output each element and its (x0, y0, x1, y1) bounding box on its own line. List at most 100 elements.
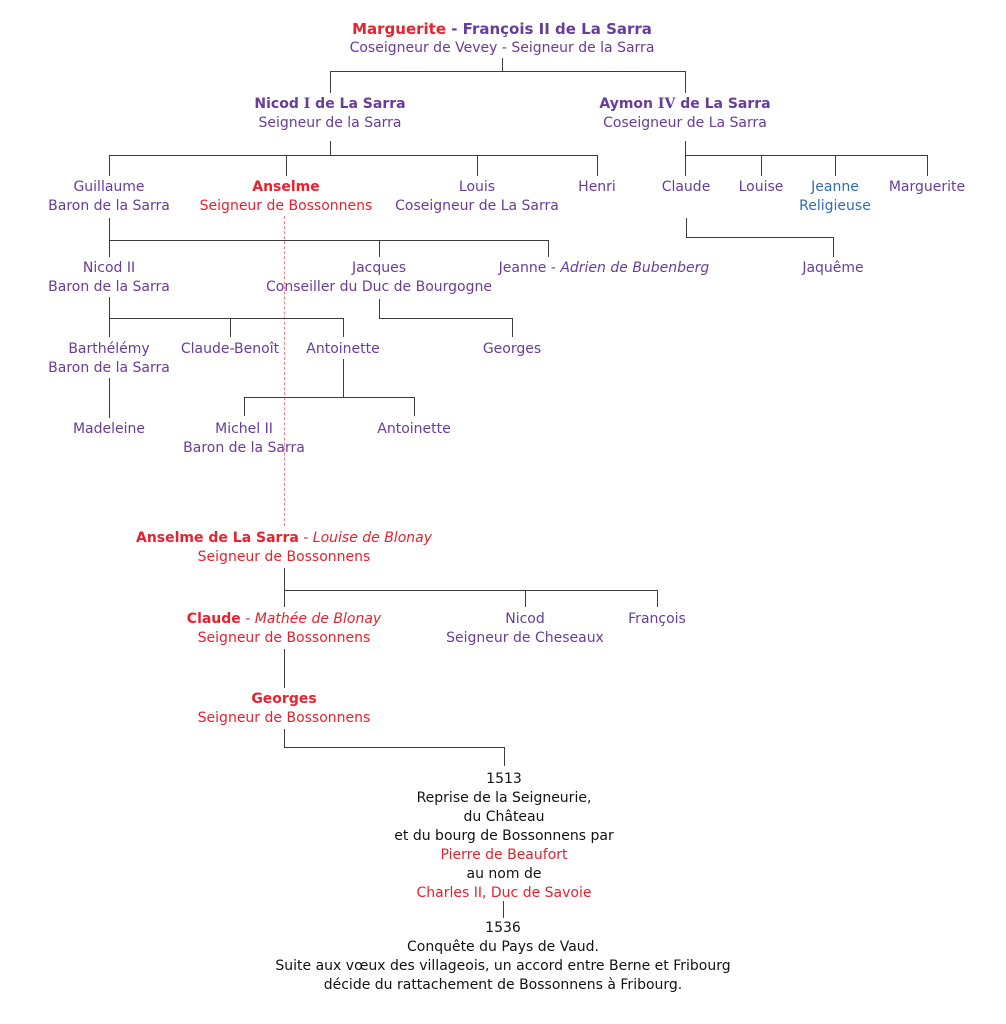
connector-line (379, 240, 380, 257)
connector-line (230, 318, 231, 337)
connector-line (284, 649, 285, 688)
person-name: Jaquême (802, 260, 864, 276)
connector-line (109, 218, 110, 257)
name-separator: - (298, 530, 313, 546)
spouse-name: Mathée de Blonay (254, 611, 382, 627)
person-subtitle: Baron de la Sarra (48, 198, 170, 214)
connector-line (502, 58, 503, 71)
person-name: François (628, 611, 686, 627)
descent-dashed-line (284, 216, 285, 526)
event-text-line: Conquête du Pays de Vaud. (406, 939, 599, 955)
name-part: de La Sarra (310, 96, 406, 112)
event-year: 1536 (485, 920, 521, 936)
connector-line (284, 729, 285, 748)
person-name: Georges (251, 691, 317, 707)
name-part: de La Sarra (675, 96, 771, 112)
connector-line (686, 237, 833, 238)
connector-line (548, 240, 549, 257)
connector-line (414, 397, 415, 416)
connector-line (477, 155, 478, 176)
connector-line (244, 397, 245, 416)
connector-line (286, 155, 287, 176)
person-node-antoinette-1: Antoinette (306, 340, 379, 359)
connector-line (761, 155, 762, 176)
person-node-madeleine: Madeleine (73, 420, 145, 439)
person-node-anselme-1: Anselme Seigneur de Bossonnens (200, 178, 373, 216)
person-subtitle: Coseigneur de Vevey - Seigneur de la Sar… (349, 40, 655, 56)
person-node-georges-1: Georges (483, 340, 541, 359)
connector-line (330, 71, 686, 72)
person-node-marguerite-francois: Marguerite - François II de La Sarra Cos… (350, 20, 655, 58)
person-subtitle: Seigneur de Bossonnens (199, 198, 373, 214)
connector-line (284, 590, 657, 591)
event-actor: Pierre de Beaufort (440, 847, 568, 863)
person-name: Jacques (351, 260, 407, 276)
person-name: Antoinette (306, 341, 380, 357)
person-node-anselme-2: Anselme de La Sarra - Louise de Blonay S… (136, 529, 432, 567)
event-text-line: Reprise de la Seigneurie, (416, 790, 592, 806)
person-node-aymon-4: Aymon IV de La Sarra Coseigneur de La Sa… (599, 95, 770, 133)
person-subtitle: Religieuse (799, 198, 871, 214)
person-name: Claude-Benoît (180, 341, 280, 357)
person-node-georges-2: Georges Seigneur de Bossonnens (198, 690, 371, 728)
wife-name: Marguerite (352, 20, 446, 38)
event-1513: 1513 Reprise de la Seigneurie, du Châtea… (394, 770, 613, 903)
person-subtitle: Baron de la Sarra (48, 279, 170, 295)
roman-numeral: I (303, 96, 311, 112)
connector-line (284, 747, 504, 748)
connector-line (330, 71, 331, 93)
person-name: Henri (578, 179, 616, 195)
person-node-francois-3: François (628, 610, 686, 629)
person-node-michel-2: Michel II Baron de la Sarra (183, 420, 305, 458)
event-text-line: Suite aux vœux des villageois, un accord… (275, 958, 731, 974)
name-separator: - (240, 611, 255, 627)
connector-line (343, 318, 344, 337)
person-name: Louis (458, 179, 496, 195)
person-node-guillaume: Guillaume Baron de la Sarra (48, 178, 170, 216)
person-name: Jeanne (811, 179, 859, 195)
person-name: Guillaume (73, 179, 145, 195)
person-node-claude-2: Claude - Mathée de Blonay Seigneur de Bo… (187, 610, 381, 648)
connector-line (525, 590, 526, 607)
connector-line (109, 240, 548, 241)
person-subtitle: Seigneur de Bossonnens (197, 549, 371, 565)
person-subtitle: Seigneur de la Sarra (258, 115, 402, 131)
connector-line (284, 568, 285, 607)
event-text-line: du Château (463, 809, 545, 825)
connector-line (927, 155, 928, 176)
spouse-name: Louise de Blonay (312, 530, 432, 546)
connector-line (597, 155, 598, 176)
connector-line (330, 141, 331, 155)
person-node-jeanne-religieuse: Jeanne Religieuse (799, 178, 871, 216)
person-name: Louise (738, 179, 784, 195)
person-node-nicod-1: Nicod I de La Sarra Seigneur de la Sarra (254, 95, 405, 133)
connector-line (109, 155, 110, 176)
event-1536: 1536 Conquête du Pays de Vaud. Suite aux… (275, 919, 730, 995)
person-node-antoinette-2: Antoinette (377, 420, 450, 439)
person-node-jaqueme: Jaquême (802, 259, 863, 278)
person-name: Anselme (252, 179, 320, 195)
husband-name: François II de La Sarra (462, 20, 652, 38)
person-name: Nicod I de La Sarra (254, 95, 405, 114)
event-actor: Charles II, Duc de Savoie (416, 885, 592, 901)
connector-line (833, 237, 834, 257)
connector-line (504, 747, 505, 766)
person-subtitle: Baron de la Sarra (183, 440, 305, 456)
person-name: Claude (661, 179, 711, 195)
person-subtitle: Coseigneur de La Sarra (395, 198, 559, 214)
person-subtitle: Seigneur de Cheseaux (446, 630, 604, 646)
event-text-line: et du bourg de Bossonnens par (394, 828, 614, 844)
person-node-marguerite-2: Marguerite (889, 178, 965, 197)
connector-line (109, 378, 110, 418)
name-separator: - (546, 260, 561, 276)
name-part: Nicod (254, 96, 304, 112)
connector-line (685, 141, 686, 176)
person-name: Claude - Mathée de Blonay (187, 610, 381, 629)
person-node-henri: Henri (578, 178, 616, 197)
person-subtitle: Conseiller du Duc de Bourgogne (266, 279, 492, 295)
connector-line (379, 299, 380, 318)
connector-line (109, 318, 343, 319)
roman-numeral: IV (657, 96, 676, 112)
person-subtitle: Coseigneur de La Sarra (603, 115, 767, 131)
